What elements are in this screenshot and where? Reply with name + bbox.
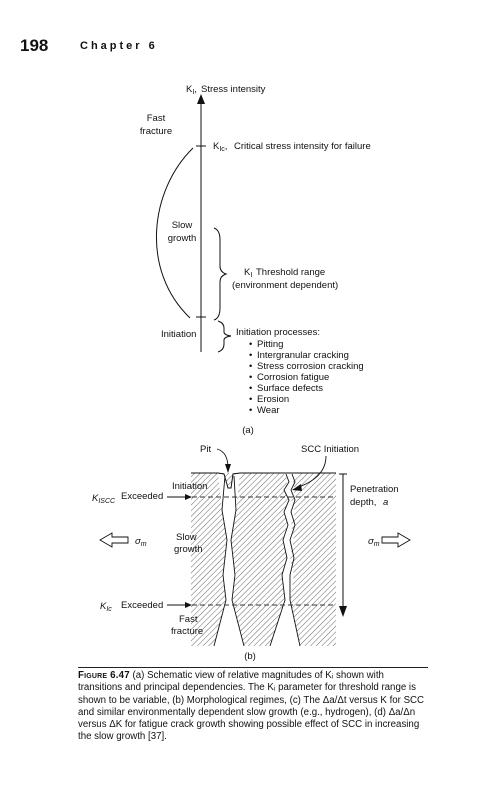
process-bullet: • [249, 394, 252, 405]
regime-curve [155, 147, 194, 319]
penetration-line2: depth, [350, 497, 376, 508]
process-bullet: • [249, 350, 252, 361]
process-item: Intergranular cracking [257, 350, 349, 361]
sigma-left-symbol: σ [135, 536, 142, 547]
process-bullet: • [249, 361, 252, 372]
kiscc-symbol: KISCC [92, 493, 116, 505]
crack-right-edge-b [289, 473, 301, 647]
crack-left-edge-b [230, 475, 245, 647]
diagram-b: Pit SCC Initiation Initiation KISCC Exce… [92, 444, 411, 662]
threshold-symbol: KI [244, 267, 252, 279]
process-item: Pitting [257, 339, 283, 350]
crack-left-fill [214, 473, 244, 646]
process-bullet: • [249, 339, 252, 350]
threshold-line2: (environment dependent) [232, 280, 338, 291]
process-item: Surface defects [257, 383, 323, 394]
material-hatch [191, 473, 336, 646]
pit-arrowhead [225, 464, 231, 473]
process-item: Wear [257, 405, 280, 416]
sigma-left: σm [135, 536, 147, 548]
kic-symbol: KIc, [213, 141, 227, 153]
axis-arrowhead [197, 94, 205, 104]
penetration-line1: Penetration [350, 484, 399, 495]
sigma-left-subscript: m [141, 541, 147, 548]
kic-exceeded-label: Exceeded [121, 600, 163, 611]
scc-arrowhead [292, 484, 302, 491]
slow-growth-line1: Slow [172, 220, 193, 231]
slow-growth-b-line1: Slow [176, 532, 197, 543]
crack-right-edge-a [269, 473, 290, 647]
pit-label: Pit [200, 444, 211, 455]
chapter-heading: Chapter 6 [80, 40, 158, 52]
figure-caption: Figure 6.47 (a) Schematic view of relati… [78, 670, 428, 744]
threshold-line1: Threshold range [256, 267, 325, 278]
sublabel-b: (b) [244, 651, 256, 662]
threshold-brace [213, 227, 228, 321]
initiation-b-label: Initiation [172, 481, 207, 492]
axis-title: Stress intensity [201, 84, 266, 95]
kiscc-exceeded-label: Exceeded [121, 491, 163, 502]
process-bullet: • [249, 383, 252, 394]
fast-fracture-line1: Fast [147, 113, 166, 124]
process-bullet: • [249, 372, 252, 383]
slow-growth-b-line2: growth [174, 544, 203, 555]
sublabel-a: (a) [242, 425, 254, 436]
page-number: 198 [20, 36, 49, 55]
processes-title: Initiation processes: [236, 327, 320, 338]
sigma-right-subscript: m [374, 541, 380, 548]
sigma-left-arrow [99, 532, 129, 548]
fast-fracture-b-line2: fracture [171, 626, 203, 637]
figure-diagrams: KI, Stress intensity KIc, Critical stres… [92, 84, 411, 662]
crack-left-edge-a [213, 475, 228, 647]
sigma-right-arrow [381, 532, 411, 548]
kic-arrowhead [185, 602, 192, 608]
kiscc-arrowhead [185, 494, 192, 500]
figure-label: Figure 6.47 [78, 670, 130, 681]
processes-list: • Pitting • Intergranular cracking • Str… [249, 339, 364, 416]
sigma-right: σm [368, 536, 380, 548]
fast-fracture-line2: fracture [140, 126, 172, 137]
process-bullet: • [249, 405, 252, 416]
process-item: Stress corrosion cracking [257, 361, 364, 372]
initiation-label: Initiation [161, 329, 196, 340]
diagram-a: KI, Stress intensity KIc, Critical stres… [140, 84, 371, 436]
fast-fracture-b-line1: Fast [179, 614, 198, 625]
initiation-brace [217, 320, 232, 353]
kic-b-symbol: KIc [100, 601, 112, 613]
slow-growth-line2: growth [168, 233, 197, 244]
process-item: Erosion [257, 394, 289, 405]
surface-line [191, 472, 241, 489]
kic-label: Critical stress intensity for failure [234, 141, 371, 152]
sigma-right-symbol: σ [368, 536, 375, 547]
axis-title-symbol: KI, [186, 84, 197, 96]
penetration-arrowhead [339, 606, 347, 617]
caption-text: (a) Schematic view of relative magnitude… [78, 670, 425, 743]
scc-initiation-label: SCC Initiation [301, 444, 359, 455]
process-item: Corrosion fatigue [257, 372, 329, 383]
caption-rule [78, 667, 428, 668]
penetration-variable: a [383, 497, 388, 508]
